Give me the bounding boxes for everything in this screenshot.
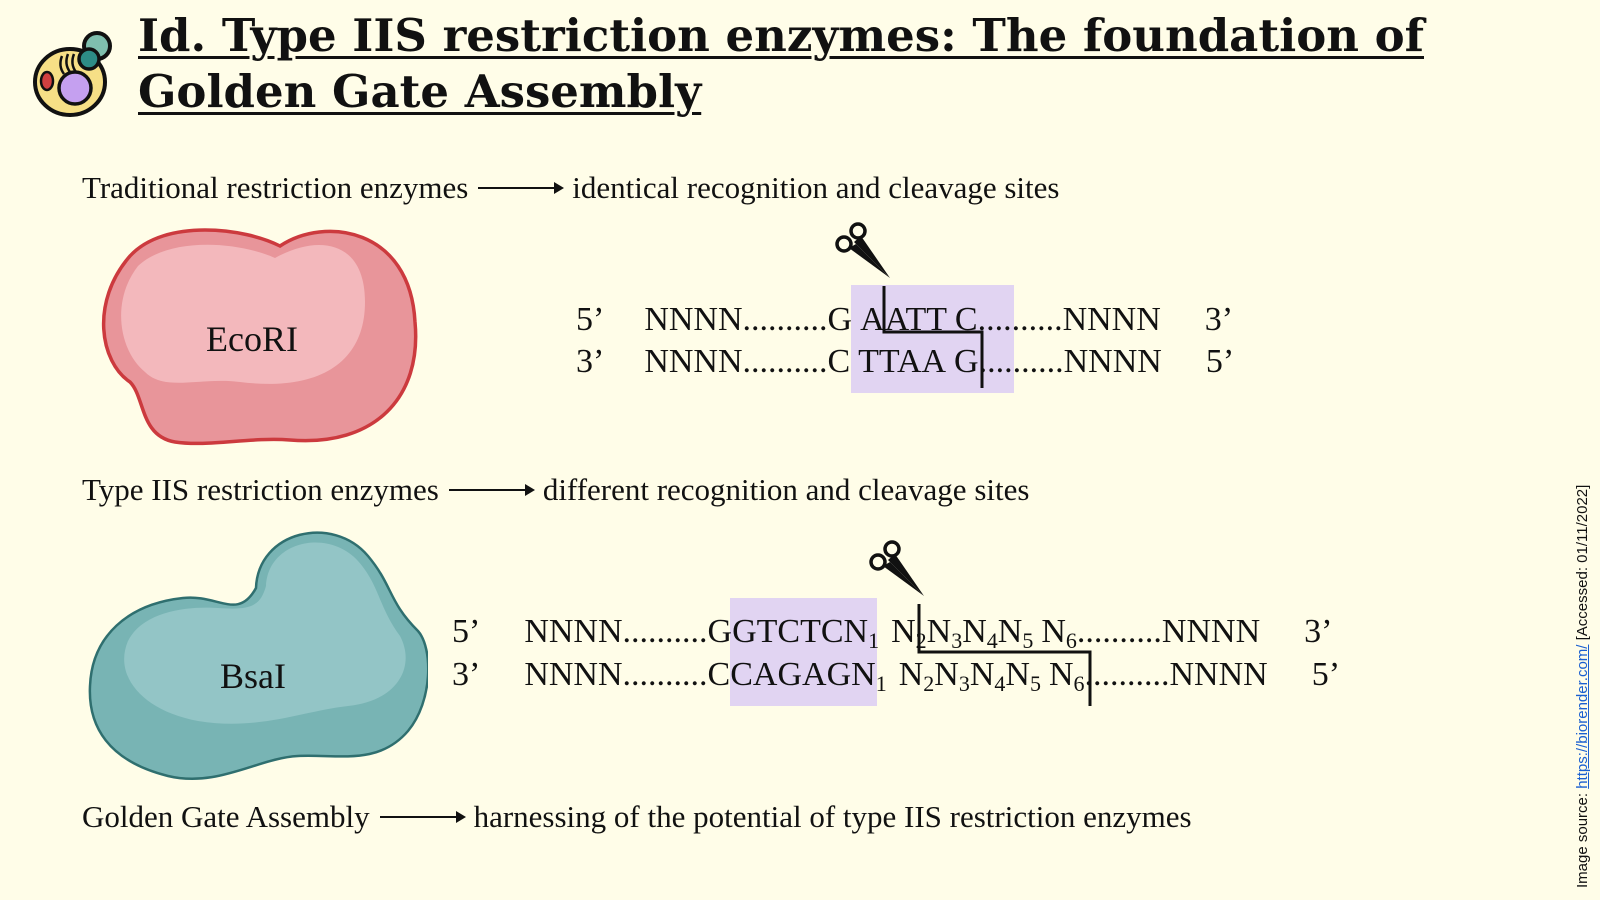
dots: .......... (978, 343, 1064, 380)
arrow-icon (448, 484, 535, 496)
dots: .......... (1076, 613, 1162, 650)
scissors-icon (835, 222, 890, 278)
n-sub: 4 (994, 671, 1006, 696)
bottom-3prime-end: 3’ (576, 343, 605, 380)
ecori-cut-line (882, 286, 984, 388)
bottom-5prime-end: 5’ (1205, 343, 1235, 380)
n-sub: 5 (1029, 671, 1041, 696)
n: N (969, 656, 995, 693)
n-sub: 5 (1022, 628, 1034, 653)
n-sub: 1 (868, 628, 880, 653)
n: N (1041, 613, 1066, 650)
n-sub: 2 (923, 671, 935, 696)
bsai-label: BsaI (220, 656, 286, 696)
flank: NNNN (524, 656, 623, 693)
golden-gate-description: harnessing of the potential of type IIS … (473, 799, 1192, 834)
n: N (997, 613, 1023, 650)
top-5prime-end: 5’ (452, 613, 481, 650)
site-ttaa: TTAA (858, 343, 947, 380)
n-sub: 6 (1073, 671, 1085, 696)
dots: .......... (1084, 656, 1170, 693)
ecori-enzyme-shape (101, 228, 418, 446)
bsai-cut-line (917, 604, 1092, 706)
arrow-icon (478, 182, 565, 194)
cell-icon (33, 31, 112, 117)
recognition-site: CCAGAG (707, 656, 852, 693)
flank: NNNN (1063, 343, 1162, 380)
n-sub: 3 (951, 628, 963, 653)
site-g: G (827, 301, 853, 338)
ecori-highlight (851, 285, 1014, 393)
page-title: Id. Type IIS restriction enzymes: The fo… (138, 9, 1424, 118)
dots: .......... (622, 656, 708, 693)
n: N (934, 656, 959, 693)
n-sub: 2 (915, 628, 927, 653)
image-source: Image source: https://biorender.com/ [Ac… (1574, 485, 1591, 888)
n: N (843, 613, 869, 650)
bsai-highlight (730, 598, 877, 706)
n: N (1005, 656, 1030, 693)
n-sub: 3 (958, 671, 970, 696)
dots: .......... (742, 301, 828, 338)
flank: NNNN (1062, 301, 1161, 338)
traditional-description: identical recognition and cleavage sites (572, 170, 1060, 205)
n: N (926, 613, 952, 650)
golden-gate-row: Golden Gate Assembly harnessing of the p… (82, 797, 1192, 837)
typeiis-description: different recognition and cleavage sites (542, 472, 1030, 507)
site-c: C (954, 301, 978, 338)
flank: NNNN (1169, 656, 1268, 693)
n: N (891, 613, 916, 650)
dots: .......... (742, 343, 828, 380)
arrow-icon (379, 811, 466, 823)
source-prefix: Image source: (1574, 788, 1591, 888)
typeiis-row: Type IIS restriction enzymes different r… (82, 470, 1029, 510)
dots: .......... (977, 301, 1063, 338)
source-link[interactable]: https://biorender.com/ (1574, 644, 1591, 789)
n: N (962, 613, 987, 650)
n: N (898, 656, 924, 693)
top-5prime-end: 5’ (576, 301, 605, 338)
bottom-5prime-end: 5’ (1311, 656, 1341, 693)
bsai-enzyme-shape (88, 531, 428, 781)
n-sub: 4 (986, 628, 998, 653)
flank: NNNN (524, 613, 623, 650)
top-3prime-end: 3’ (1204, 301, 1234, 338)
traditional-label: Traditional restriction enzymes (82, 170, 469, 205)
flank: NNNN (644, 301, 743, 338)
n-sub: 6 (1065, 628, 1077, 653)
typeiis-label: Type IIS restriction enzymes (82, 472, 439, 507)
site-c: C (827, 343, 851, 380)
bottom-3prime-end: 3’ (452, 656, 481, 693)
flank: NNNN (1161, 613, 1261, 650)
dots: .......... (622, 613, 708, 650)
n-sub: 1 (875, 671, 887, 696)
source-accessed: [Accessed: 01/11/2022] (1574, 484, 1591, 645)
ecori-label: EcoRI (206, 319, 298, 359)
flank: NNNN (644, 343, 743, 380)
site-g: G (954, 343, 979, 380)
golden-gate-label: Golden Gate Assembly (82, 799, 370, 834)
recognition-site: GGTCTC (707, 613, 844, 650)
n: N (851, 656, 876, 693)
scissors-icon (869, 540, 924, 596)
traditional-row: Traditional restriction enzymes identica… (82, 168, 1059, 208)
top-3prime-end: 3’ (1304, 613, 1333, 650)
n: N (1048, 656, 1074, 693)
